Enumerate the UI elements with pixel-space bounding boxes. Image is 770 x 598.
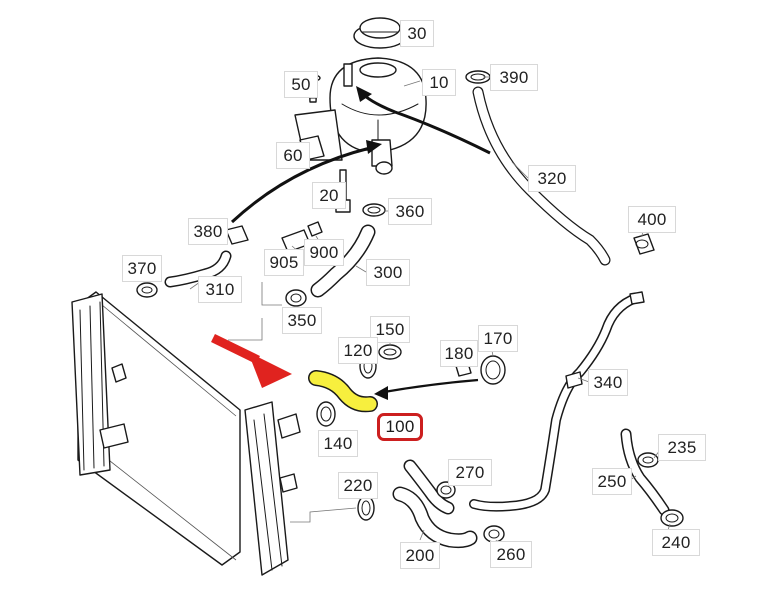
- clamp-270: [436, 481, 456, 499]
- callout-20[interactable]: 20: [312, 182, 346, 209]
- hose-250: [620, 428, 670, 516]
- clamp-370: [136, 282, 158, 298]
- callout-370[interactable]: 370: [122, 255, 162, 282]
- clamp-360: [362, 203, 386, 217]
- callout-30[interactable]: 30: [400, 20, 434, 47]
- callout-350[interactable]: 350: [282, 307, 322, 334]
- hose-320: [472, 86, 611, 266]
- hose-310: [164, 250, 232, 288]
- callout-340[interactable]: 340: [588, 369, 628, 396]
- clamp-235: [637, 452, 659, 468]
- callout-170[interactable]: 170: [478, 325, 518, 352]
- hose-100-highlighted[interactable]: [308, 370, 378, 413]
- clamp-260: [483, 525, 505, 543]
- clamp-150: [378, 344, 402, 360]
- clamp-170: [480, 355, 506, 385]
- red-pointer-arrow: [211, 333, 292, 388]
- clamp-240: [660, 509, 684, 527]
- callout-240[interactable]: 240: [652, 529, 700, 556]
- callout-120[interactable]: 120: [338, 337, 378, 364]
- callout-390[interactable]: 390: [490, 64, 538, 91]
- callout-235[interactable]: 235: [658, 434, 706, 461]
- clamp-140: [316, 401, 336, 427]
- radiator: [71, 291, 301, 576]
- callout-10[interactable]: 10: [422, 69, 456, 96]
- callout-400[interactable]: 400: [628, 206, 676, 233]
- callout-100-selected[interactable]: 100: [377, 413, 423, 441]
- clamp-350: [285, 289, 307, 307]
- callout-250[interactable]: 250: [592, 468, 632, 495]
- callout-60[interactable]: 60: [276, 142, 310, 169]
- fitting-380: [225, 225, 249, 245]
- callout-270[interactable]: 270: [448, 459, 492, 486]
- filler-cap: [353, 17, 407, 49]
- hose-340: [469, 291, 645, 512]
- callout-905[interactable]: 905: [264, 249, 304, 276]
- callout-50[interactable]: 50: [284, 71, 318, 98]
- callout-380[interactable]: 380: [188, 218, 228, 245]
- hose-300: [310, 224, 376, 298]
- fitting-400: [633, 233, 655, 255]
- callout-180[interactable]: 180: [440, 340, 478, 367]
- o-ring-220: [357, 495, 375, 521]
- callout-320[interactable]: 320: [528, 165, 576, 192]
- callout-360[interactable]: 360: [388, 198, 432, 225]
- callout-310[interactable]: 310: [198, 276, 242, 303]
- callout-300[interactable]: 300: [366, 259, 410, 286]
- callout-260[interactable]: 260: [490, 541, 532, 568]
- flow-arrows: [230, 86, 491, 400]
- callout-900[interactable]: 900: [304, 239, 344, 266]
- hose-200: [392, 459, 478, 549]
- callout-200[interactable]: 200: [400, 542, 440, 569]
- callout-220[interactable]: 220: [338, 472, 378, 499]
- callout-140[interactable]: 140: [318, 430, 358, 457]
